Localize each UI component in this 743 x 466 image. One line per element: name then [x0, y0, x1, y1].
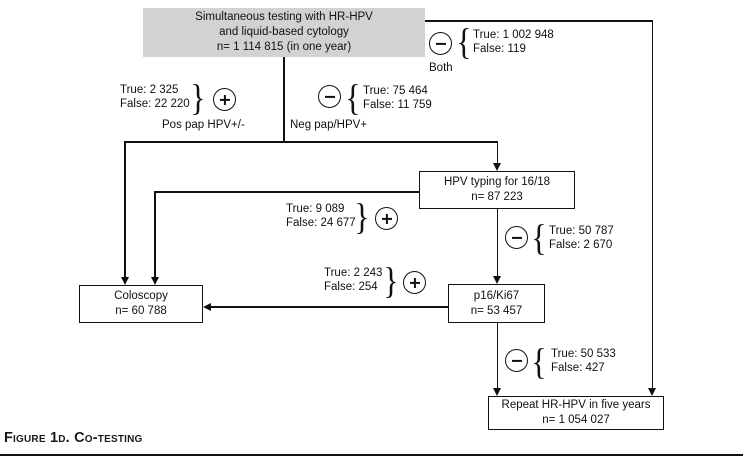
true-count: True: 50 787: [549, 225, 614, 237]
branch-label-negpap: Neg pap/HPV+: [290, 119, 368, 131]
plus-circle-hpvpos: [375, 207, 398, 230]
connector-hpvpos-down: [154, 191, 156, 278]
arrowhead-into-p16: [493, 276, 501, 284]
node-text-line: and liquid-based cytology: [219, 26, 349, 38]
arrowhead-into-coloscopy-1: [120, 277, 129, 285]
arrowhead-into-hpv-typing: [493, 163, 501, 171]
bottom-rule: [0, 454, 743, 456]
false-count: False: 24 677: [286, 216, 356, 229]
plus-icon: [223, 94, 226, 105]
connector-p16pos-horizontal: [211, 306, 448, 308]
connector-p16neg-down: [496, 323, 498, 389]
branch-stats-hpvpos: True: 9 089 False: 24 677: [286, 203, 356, 230]
figure-caption: Figure 1d. Co-testing: [4, 430, 143, 446]
connector-both-horizontal: [424, 20, 653, 22]
branch-stats-both: True: 1 002 948 False: 119: [473, 29, 554, 56]
connector-negpap-down: [496, 141, 498, 164]
brace-open-icon: {: [531, 342, 547, 383]
false-count: False: 254: [324, 280, 378, 293]
arrowhead-into-repeat-left: [493, 388, 501, 396]
arrowhead-into-coloscopy-2: [150, 277, 159, 285]
true-count: True: 75 464: [363, 85, 428, 97]
false-count: False: 2 670: [549, 238, 613, 251]
false-count: False: 119: [473, 42, 526, 55]
brace-close-icon: }: [354, 197, 370, 238]
plus-icon: [413, 277, 416, 288]
minus-circle-both: [429, 32, 452, 55]
branch-stats-p16pos: True: 2 243 False: 254: [324, 267, 382, 294]
plus-icon: [385, 213, 388, 224]
brace-close-icon: }: [383, 261, 399, 302]
arrowhead-into-coloscopy-right: [203, 302, 211, 311]
minus-circle-hpvneg: [505, 226, 528, 249]
node-text-line: Coloscopy: [114, 290, 168, 302]
true-count: True: 2 325: [120, 84, 179, 96]
branch-stats-negpap: True: 75 464 False: 11 759: [363, 85, 432, 112]
node-repeat-hrhpv: Repeat HR-HPV in five years n= 1 054 027: [488, 396, 664, 430]
false-count: False: 22 220: [120, 97, 190, 110]
connector-main-horizontal: [124, 141, 498, 143]
brace-open-icon: {: [456, 22, 472, 63]
node-text-line: Repeat HR-HPV in five years: [501, 399, 651, 411]
connector-start-down: [283, 57, 285, 142]
minus-icon: [435, 42, 446, 45]
node-hpv-typing: HPV typing for 16/18 n= 87 223: [419, 171, 575, 209]
node-text-line: n= 87 223: [471, 191, 523, 203]
true-count: True: 1 002 948: [473, 29, 554, 41]
minus-icon: [511, 236, 522, 239]
brace-open-icon: {: [531, 218, 547, 259]
connector-hpvneg-down: [496, 209, 498, 277]
brace-open-icon: {: [345, 78, 361, 119]
false-count: False: 427: [551, 361, 605, 374]
minus-circle-p16neg: [505, 349, 528, 372]
branch-stats-p16neg: True: 50 533 False: 427: [551, 348, 616, 375]
node-text-line: HPV typing for 16/18: [443, 176, 551, 188]
false-count: False: 11 759: [363, 98, 432, 111]
node-text-line: p16/Ki67: [473, 289, 520, 302]
true-count: True: 50 533: [551, 348, 616, 360]
node-coloscopy: Coloscopy n= 60 788: [79, 285, 203, 323]
node-text-line: n= 60 788: [115, 305, 167, 317]
true-count: True: 9 089: [286, 203, 345, 215]
true-count: True: 2 243: [324, 267, 383, 279]
node-simultaneous-testing: Simultaneous testing with HR-HPV and liq…: [143, 8, 425, 57]
minus-circle-negpap: [318, 85, 341, 108]
node-text-line: n= 53 457: [470, 304, 523, 317]
connector-pospap-down: [124, 141, 126, 278]
branch-label-both: Both: [429, 62, 453, 74]
minus-icon: [324, 95, 335, 98]
minus-icon: [511, 359, 522, 362]
node-text-line: n= 1 054 027: [542, 414, 610, 426]
plus-circle-pospap: [213, 88, 236, 111]
brace-close-icon: }: [190, 78, 206, 119]
node-text-line: Simultaneous testing with HR-HPV: [195, 11, 373, 23]
branch-label-pospap: Pos pap HPV+/-: [162, 119, 245, 131]
connector-both-down: [651, 20, 653, 389]
plus-circle-p16pos: [403, 271, 426, 294]
node-p16-ki67: p16/Ki67 n= 53 457: [448, 284, 545, 323]
branch-stats-hpvneg: True: 50 787 False: 2 670: [549, 225, 614, 252]
arrowhead-into-repeat-right: [648, 388, 656, 396]
connector-hpvpos-horizontal: [154, 191, 420, 193]
branch-stats-pospap: True: 2 325 False: 22 220: [120, 84, 190, 111]
node-text-line: n= 1 114 815 (in one year): [216, 41, 352, 53]
